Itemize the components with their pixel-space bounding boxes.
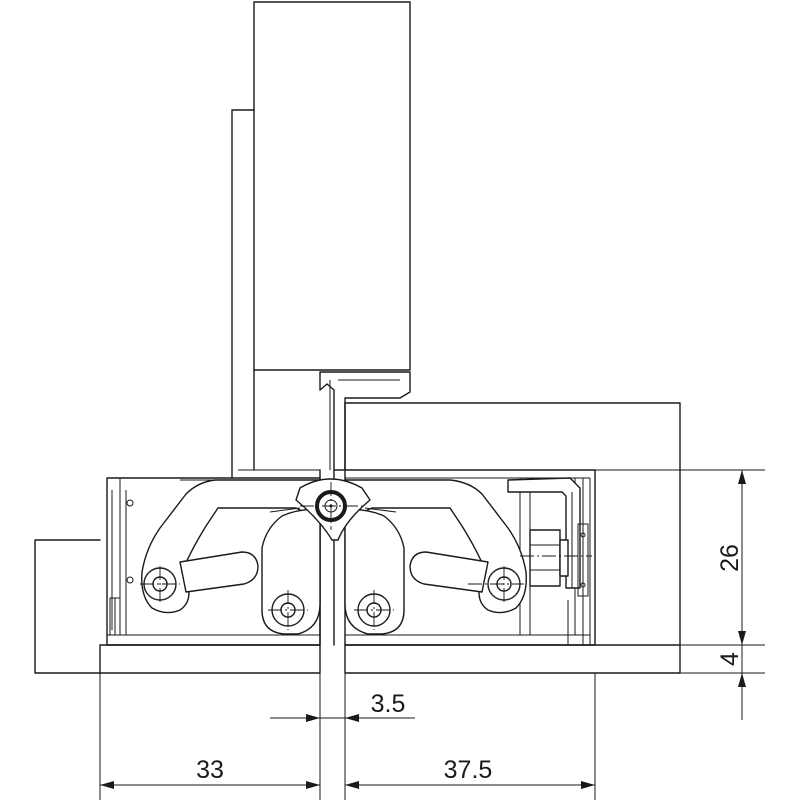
hinge-body [106,469,596,646]
dim-label-3-5: 3.5 [371,690,406,718]
frame-block-right [344,402,681,646]
dim-label-37-5: 37.5 [444,756,493,784]
frame-block-left [34,539,101,674]
base-plates [99,644,681,800]
dim-label-4: 4 [716,652,744,666]
dim-label-33: 33 [196,756,224,784]
dimensions: 26 4 3.5 33 37.5 [99,469,765,800]
door-leaf [231,1,411,479]
dim-label-26: 26 [716,544,744,572]
